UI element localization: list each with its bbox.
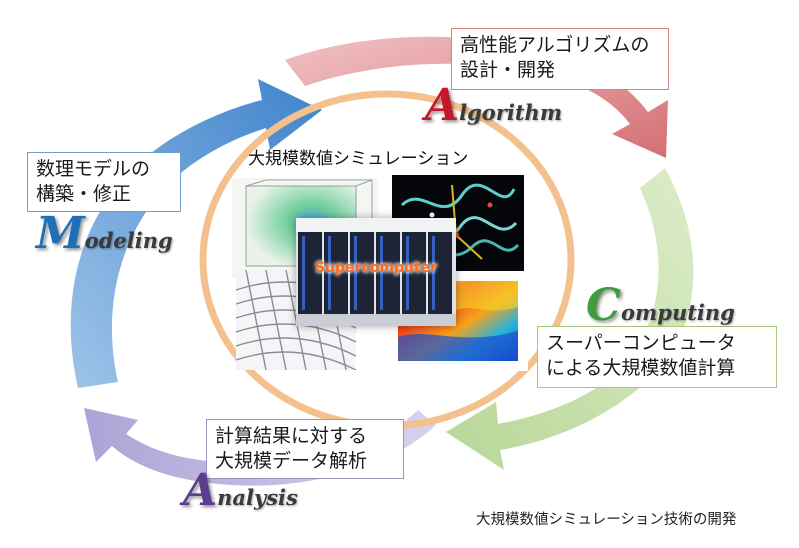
supercomputer-label: Supercomputer xyxy=(314,260,438,276)
computing-description-line2: による大規模数値計算 xyxy=(546,357,736,379)
algorithm-description-line1: 高性能アルゴリズムの xyxy=(460,34,650,56)
algorithm-title: Algorithm xyxy=(425,80,562,131)
figure-caption: 大規模数値シミュレーション技術の開発 xyxy=(476,512,737,528)
analysis-title-rest: nalysis xyxy=(217,485,298,510)
algorithm-description-line2: 設計・開発 xyxy=(460,59,556,81)
algorithm-description-box: 高性能アルゴリズムの 設計・開発 xyxy=(451,28,669,90)
computing-description-box: スーパーコンピュータ による大規模数値計算 xyxy=(537,326,777,388)
computing-title: Computing xyxy=(586,280,735,331)
center-heading: 大規模数値シミュレーション xyxy=(248,149,469,169)
modeling-description-box: 数理モデルの 構築・修正 xyxy=(27,152,181,212)
modeling-title-rest: odeling xyxy=(84,228,173,253)
algorithm-title-rest: lgorithm xyxy=(459,100,563,125)
algorithm-title-initial: A xyxy=(425,80,460,131)
analysis-description-line1: 計算結果に対する xyxy=(215,425,368,447)
heatmap-image xyxy=(390,277,528,371)
computing-title-initial: C xyxy=(586,280,622,331)
modeling-cycle-arrow xyxy=(70,79,322,388)
analysis-title: Analysis xyxy=(183,465,298,516)
modeling-description-line1: 数理モデルの xyxy=(36,158,151,180)
computing-cycle-arrow xyxy=(446,168,694,470)
analysis-title-initial: A xyxy=(183,465,218,516)
modeling-description-line2: 構築・修正 xyxy=(36,183,132,205)
modeling-title: Modeling xyxy=(36,208,173,259)
modeling-title-initial: M xyxy=(36,208,85,259)
supercomputer-image: Supercomputer xyxy=(296,218,456,326)
analysis-description-box: 計算結果に対する 大規模データ解析 xyxy=(206,419,404,479)
computing-description-line1: スーパーコンピュータ xyxy=(546,332,736,354)
analysis-description-line2: 大規模データ解析 xyxy=(215,450,368,472)
computing-title-rest: omputing xyxy=(621,300,735,325)
